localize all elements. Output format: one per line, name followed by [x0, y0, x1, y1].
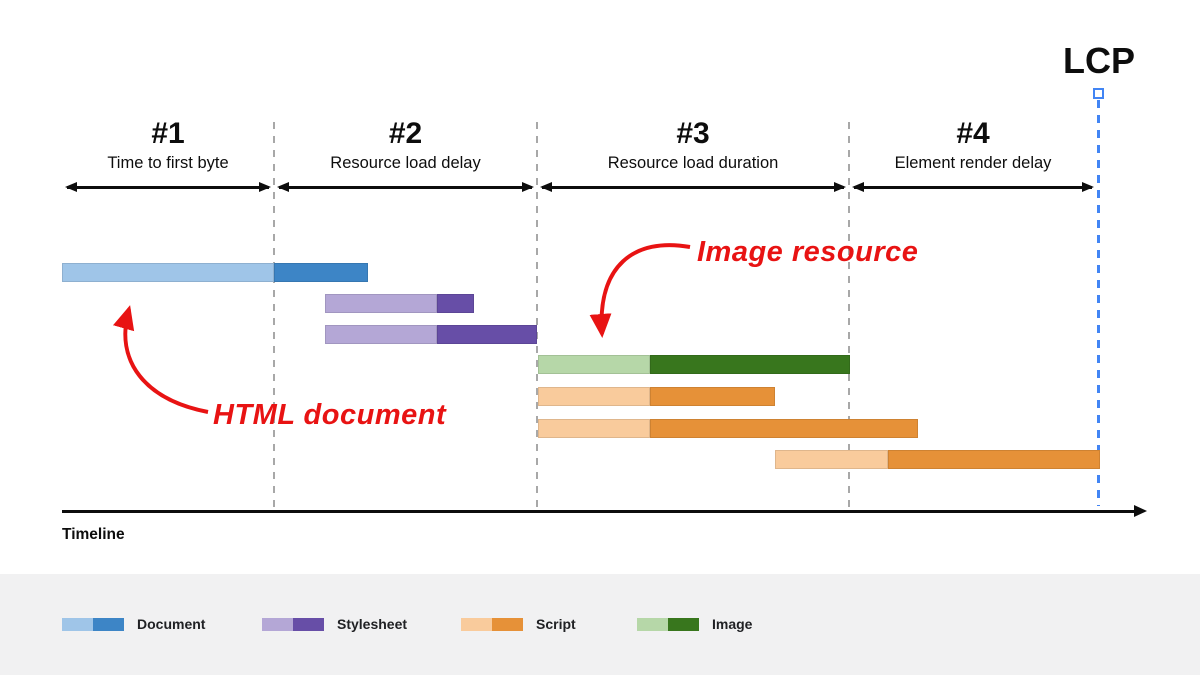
- stylesheet-bar-segment-dark: [437, 325, 537, 344]
- phase-2-number: #2: [388, 117, 423, 150]
- image-swatch-icon: [637, 618, 699, 631]
- phase-2-label: Resource load delay: [330, 154, 481, 172]
- phase-1: #1 Time to first byte: [62, 117, 274, 201]
- legend-item-image: Image: [637, 616, 753, 632]
- timeline-axis: [62, 510, 1134, 513]
- phase-3-range-arrow: [542, 186, 844, 189]
- document-swatch-icon: [62, 618, 124, 631]
- stylesheet-bar-segment-light: [325, 294, 437, 313]
- legend-label-image: Image: [712, 616, 753, 632]
- stylesheet-swatch-icon: [262, 618, 324, 631]
- script-bar-segment-light: [538, 419, 650, 438]
- phase-separator-2: [536, 122, 538, 512]
- phase-separator-3: [848, 122, 850, 512]
- phase-2: #2 Resource load delay: [274, 117, 537, 201]
- script-bar-segment-dark: [650, 387, 775, 406]
- legend-item-script: Script: [461, 616, 576, 632]
- phase-3-number: #3: [676, 117, 710, 150]
- script-bar-segment-dark: [650, 419, 918, 438]
- image-resource-arrow: [589, 243, 691, 338]
- legend-item-stylesheet: Stylesheet: [262, 616, 408, 632]
- phase-1-range-arrow: [67, 186, 269, 189]
- lcp-marker-icon: [1093, 88, 1104, 99]
- html-document-arrow: [112, 305, 209, 414]
- lcp-label: LCP: [1063, 40, 1135, 81]
- image-bar-segment-dark: [650, 355, 850, 374]
- image-bar-segment-light: [538, 355, 650, 374]
- stylesheet-bar-segment-light: [325, 325, 437, 344]
- phase-4-range-arrow: [854, 186, 1092, 189]
- script-swatch-icon: [461, 618, 523, 631]
- phase-3: #3 Resource load duration: [537, 117, 849, 201]
- lcp-dashed-line: [1097, 100, 1100, 506]
- legend: Document Stylesheet Script Image: [0, 574, 1200, 675]
- annotation-image-resource: Image resource: [697, 236, 919, 268]
- document-bar-segment-dark: [274, 263, 368, 282]
- phase-4-number: #4: [956, 117, 990, 150]
- script-bar-segment-dark: [888, 450, 1100, 469]
- stylesheet-bar-segment-dark: [437, 294, 474, 313]
- script-bar-segment-light: [775, 450, 888, 469]
- phase-1-label: Time to first byte: [107, 154, 229, 172]
- phase-1-number: #1: [151, 117, 185, 150]
- legend-label-script: Script: [536, 616, 576, 632]
- legend-label-stylesheet: Stylesheet: [337, 616, 408, 632]
- script-bar-segment-light: [538, 387, 650, 406]
- legend-item-document: Document: [62, 616, 206, 632]
- phase-separator-1: [273, 122, 275, 512]
- annotation-html-document: HTML document: [213, 399, 447, 431]
- document-bar-segment-light: [62, 263, 274, 282]
- phase-4-label: Element render delay: [894, 154, 1052, 172]
- phase-3-label: Resource load duration: [607, 154, 779, 172]
- phase-4: #4 Element render delay: [849, 117, 1097, 201]
- legend-label-document: Document: [137, 616, 206, 632]
- phase-2-range-arrow: [279, 186, 532, 189]
- timeline-label: Timeline: [62, 526, 125, 543]
